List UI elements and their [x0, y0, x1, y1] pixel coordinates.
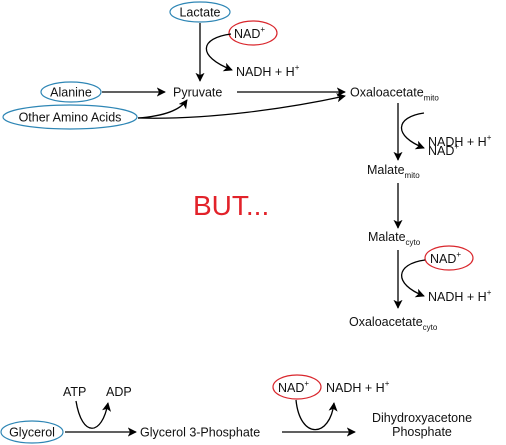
glycerol-3-phosphate-label: Glycerol 3-Phosphate — [140, 426, 260, 440]
atp-to-adp-arrow — [75, 400, 112, 429]
glycerol-ellipse — [0, 420, 64, 444]
nad-plus-label-shuttle-1: NAD+ — [428, 142, 459, 158]
dhap-label-line1: Dihydroxyacetone — [372, 411, 472, 425]
pyruvate-label: Pyruvate — [173, 86, 222, 100]
oxaloacetate-mito-label: Oxaloacetatemito — [350, 86, 439, 103]
nad-reduction-arrow-top — [205, 33, 233, 72]
malate-mito-label: Malatemito — [367, 163, 420, 180]
nadh-label-shuttle-2: NADH + H+ — [428, 288, 492, 304]
atp-label: ATP — [63, 385, 86, 399]
other-amino-acids-ellipse — [2, 104, 138, 130]
alanine-label: Alanine — [50, 86, 92, 100]
lactate-label: Lactate — [179, 6, 220, 20]
nad-reduction-arrow-shuttle — [400, 259, 426, 298]
nadh-label-top: NADH + H+ — [236, 63, 300, 79]
nadh-label-glycerol: NADH + H+ — [326, 379, 390, 395]
nad-plus-ellipse-top — [228, 20, 278, 46]
adp-label: ADP — [106, 385, 132, 399]
lactate-ellipse — [169, 1, 231, 23]
amino-acids-to-oxaloacetate-arrow — [137, 93, 346, 119]
oxaloacetate-cyto-label: Oxaloacetatecyto — [349, 315, 438, 332]
glycerol-label: Glycerol — [9, 426, 55, 440]
but-emphasis-text: BUT... — [193, 190, 269, 221]
other-amino-acids-label: Other Amino Acids — [19, 111, 122, 125]
alanine-ellipse — [40, 81, 102, 103]
nad-plus-ellipse-shuttle — [424, 245, 474, 271]
amino-acids-to-pyruvate-arrow — [137, 99, 188, 119]
nad-to-nadh-arrow-glycerol — [295, 399, 338, 431]
nad-plus-label-top: NAD+ — [234, 25, 265, 41]
nadh-oxidation-arrow-1 — [400, 112, 425, 150]
nad-plus-label-glycerol: NAD+ — [278, 379, 309, 395]
malate-cyto-label: Malatecyto — [368, 230, 421, 247]
dhap-label-line2: Phosphate — [392, 425, 452, 439]
nad-plus-label-shuttle-2: NAD+ — [430, 250, 461, 266]
nadh-label-shuttle-1: NADH + H+ — [428, 133, 492, 149]
nad-plus-ellipse-glycerol — [272, 374, 322, 400]
